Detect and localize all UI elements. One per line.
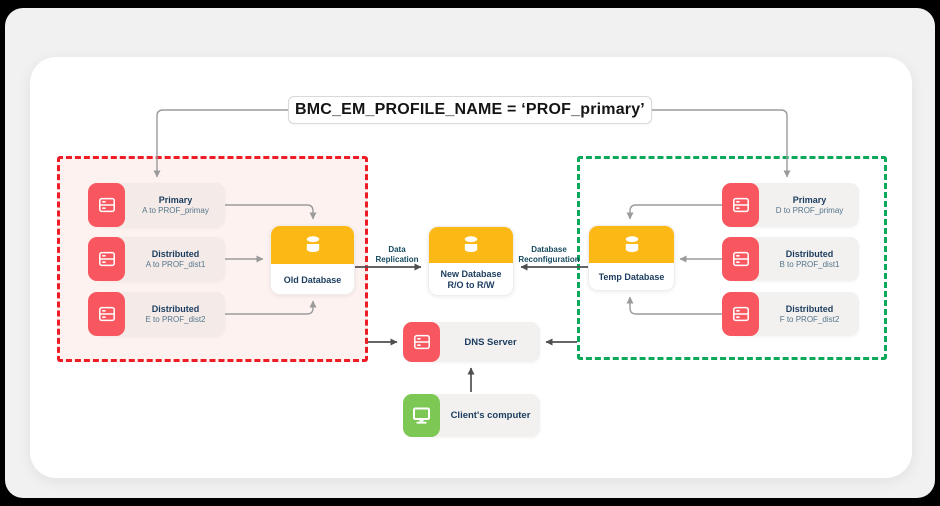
client-computer-node: Client's computer [403, 394, 540, 437]
node-distributed-a: Distributed A to PROF_dist1 [88, 237, 225, 281]
node-distributed-e: Distributed E to PROF_dist2 [88, 292, 225, 336]
server-icon [88, 292, 125, 336]
node-title: Distributed [785, 248, 834, 259]
server-icon [88, 183, 125, 227]
node-title: Distributed [151, 303, 200, 314]
server-icon [88, 237, 125, 281]
server-icon [722, 237, 759, 281]
database-cylinder-icon [589, 226, 674, 263]
monitor-icon [403, 394, 440, 437]
node-title: Distributed [151, 248, 200, 259]
database-label: New Database [440, 269, 502, 279]
node-subtitle: B to PROF_dist1 [779, 259, 840, 269]
node-title: Primary [158, 194, 193, 205]
node-title: Distributed [785, 303, 834, 314]
temp-database-node: Temp Database [588, 225, 675, 291]
profile-name-title: BMC_EM_PROFILE_NAME = ‘PROF_primary’ [288, 96, 652, 124]
node-distributed-f: Distributed F to PROF_dist2 [722, 292, 859, 336]
node-subtitle: A to PROF_dist1 [145, 259, 206, 269]
database-cylinder-icon [271, 226, 354, 264]
node-distributed-b: Distributed B to PROF_dist1 [722, 237, 859, 281]
database-cylinder-icon [429, 227, 513, 263]
dns-server-node: DNS Server [403, 322, 540, 362]
node-primary-a: Primary A to PROF_primay [88, 183, 225, 227]
old-database-node: Old Database [270, 225, 355, 295]
database-sublabel: R/O to R/W [447, 280, 495, 290]
node-subtitle: F to PROF_dist2 [779, 314, 840, 324]
server-icon [722, 183, 759, 227]
server-icon [403, 322, 440, 362]
node-title: Primary [792, 194, 827, 205]
database-reconfiguration-label: Database Reconfiguration [518, 245, 580, 264]
new-database-node: New Database R/O to R/W [428, 226, 514, 296]
database-label: Temp Database [598, 272, 665, 282]
node-title: Client's computer [450, 410, 531, 421]
node-subtitle: D to PROF_primay [775, 205, 844, 215]
node-title: DNS Server [464, 336, 517, 348]
node-primary-d: Primary D to PROF_primay [722, 183, 859, 227]
data-replication-label: Data Replication [375, 245, 419, 264]
node-subtitle: A to PROF_primay [142, 205, 209, 215]
server-icon [722, 292, 759, 336]
database-label: Old Database [283, 274, 342, 285]
node-subtitle: E to PROF_dist2 [145, 314, 206, 324]
